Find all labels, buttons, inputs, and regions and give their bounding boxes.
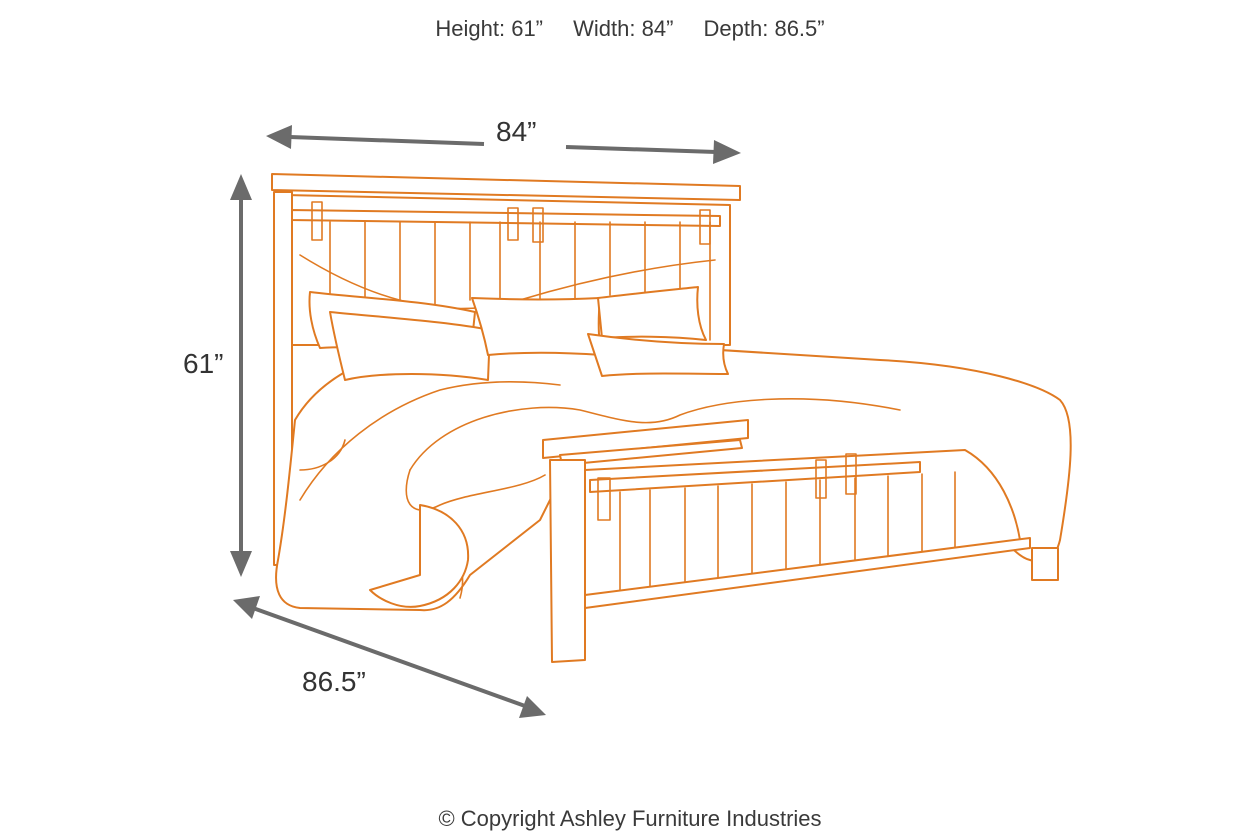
height-dimension-label: 61” xyxy=(183,348,224,379)
height-arrow-icon xyxy=(230,174,252,577)
depth-spec: Depth: 86.5” xyxy=(703,16,825,41)
dimension-specs: Height: 61” Width: 84” Depth: 86.5” xyxy=(0,16,1260,42)
depth-dimension-label: 86.5” xyxy=(302,666,366,697)
width-dimension-label: 84” xyxy=(496,116,537,147)
width-arrow-icon xyxy=(266,125,741,164)
height-spec: Height: 61” xyxy=(435,16,544,41)
width-spec: Width: 84” xyxy=(573,16,674,41)
copyright-footer: © Copyright Ashley Furniture Industries xyxy=(438,806,822,831)
bed-outline-drawing-icon xyxy=(271,173,1072,663)
depth-arrow-icon xyxy=(233,596,546,718)
